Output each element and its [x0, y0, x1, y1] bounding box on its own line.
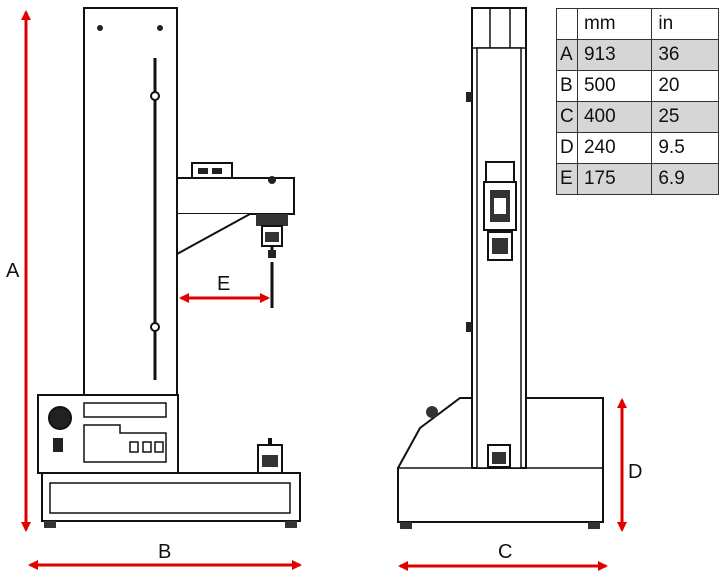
- table-header-blank: [556, 8, 578, 40]
- front-view: [37, 7, 301, 528]
- table-row: A 913 36: [556, 39, 719, 71]
- label-b: B: [158, 541, 171, 563]
- side-view: [397, 7, 604, 529]
- row-label: B: [556, 70, 578, 102]
- row-mm: 240: [576, 132, 653, 164]
- row-in: 25: [651, 101, 719, 133]
- table-header-mm: mm: [576, 8, 653, 40]
- row-in: 36: [651, 39, 719, 71]
- label-c: C: [498, 541, 512, 563]
- label-a: A: [6, 260, 20, 282]
- label-d: D: [628, 461, 642, 483]
- row-mm: 400: [576, 101, 653, 133]
- dimension-arrows: [21, 9, 627, 571]
- front-column: [83, 7, 178, 396]
- label-e: E: [217, 273, 230, 295]
- table-header-row: mm in: [556, 8, 719, 40]
- row-mm: 500: [576, 70, 653, 102]
- row-label: A: [556, 39, 578, 71]
- row-in: 6.9: [651, 163, 719, 195]
- dial-knob: [48, 406, 72, 430]
- dimensions-table: mm in A 913 36 B 500 20 C 400 25 D 240 9…: [556, 8, 719, 195]
- table-row: B 500 20: [556, 70, 719, 102]
- row-label: E: [556, 163, 578, 195]
- table-row: D 240 9.5: [556, 132, 719, 164]
- row-label: C: [556, 101, 578, 133]
- row-in: 20: [651, 70, 719, 102]
- row-mm: 175: [576, 163, 653, 195]
- table-row: E 175 6.9: [556, 163, 719, 195]
- row-label: D: [556, 132, 578, 164]
- row-in: 9.5: [651, 132, 719, 164]
- table-row: C 400 25: [556, 101, 719, 133]
- table-header-in: in: [651, 8, 719, 40]
- crosshead: [176, 177, 295, 215]
- row-mm: 913: [576, 39, 653, 71]
